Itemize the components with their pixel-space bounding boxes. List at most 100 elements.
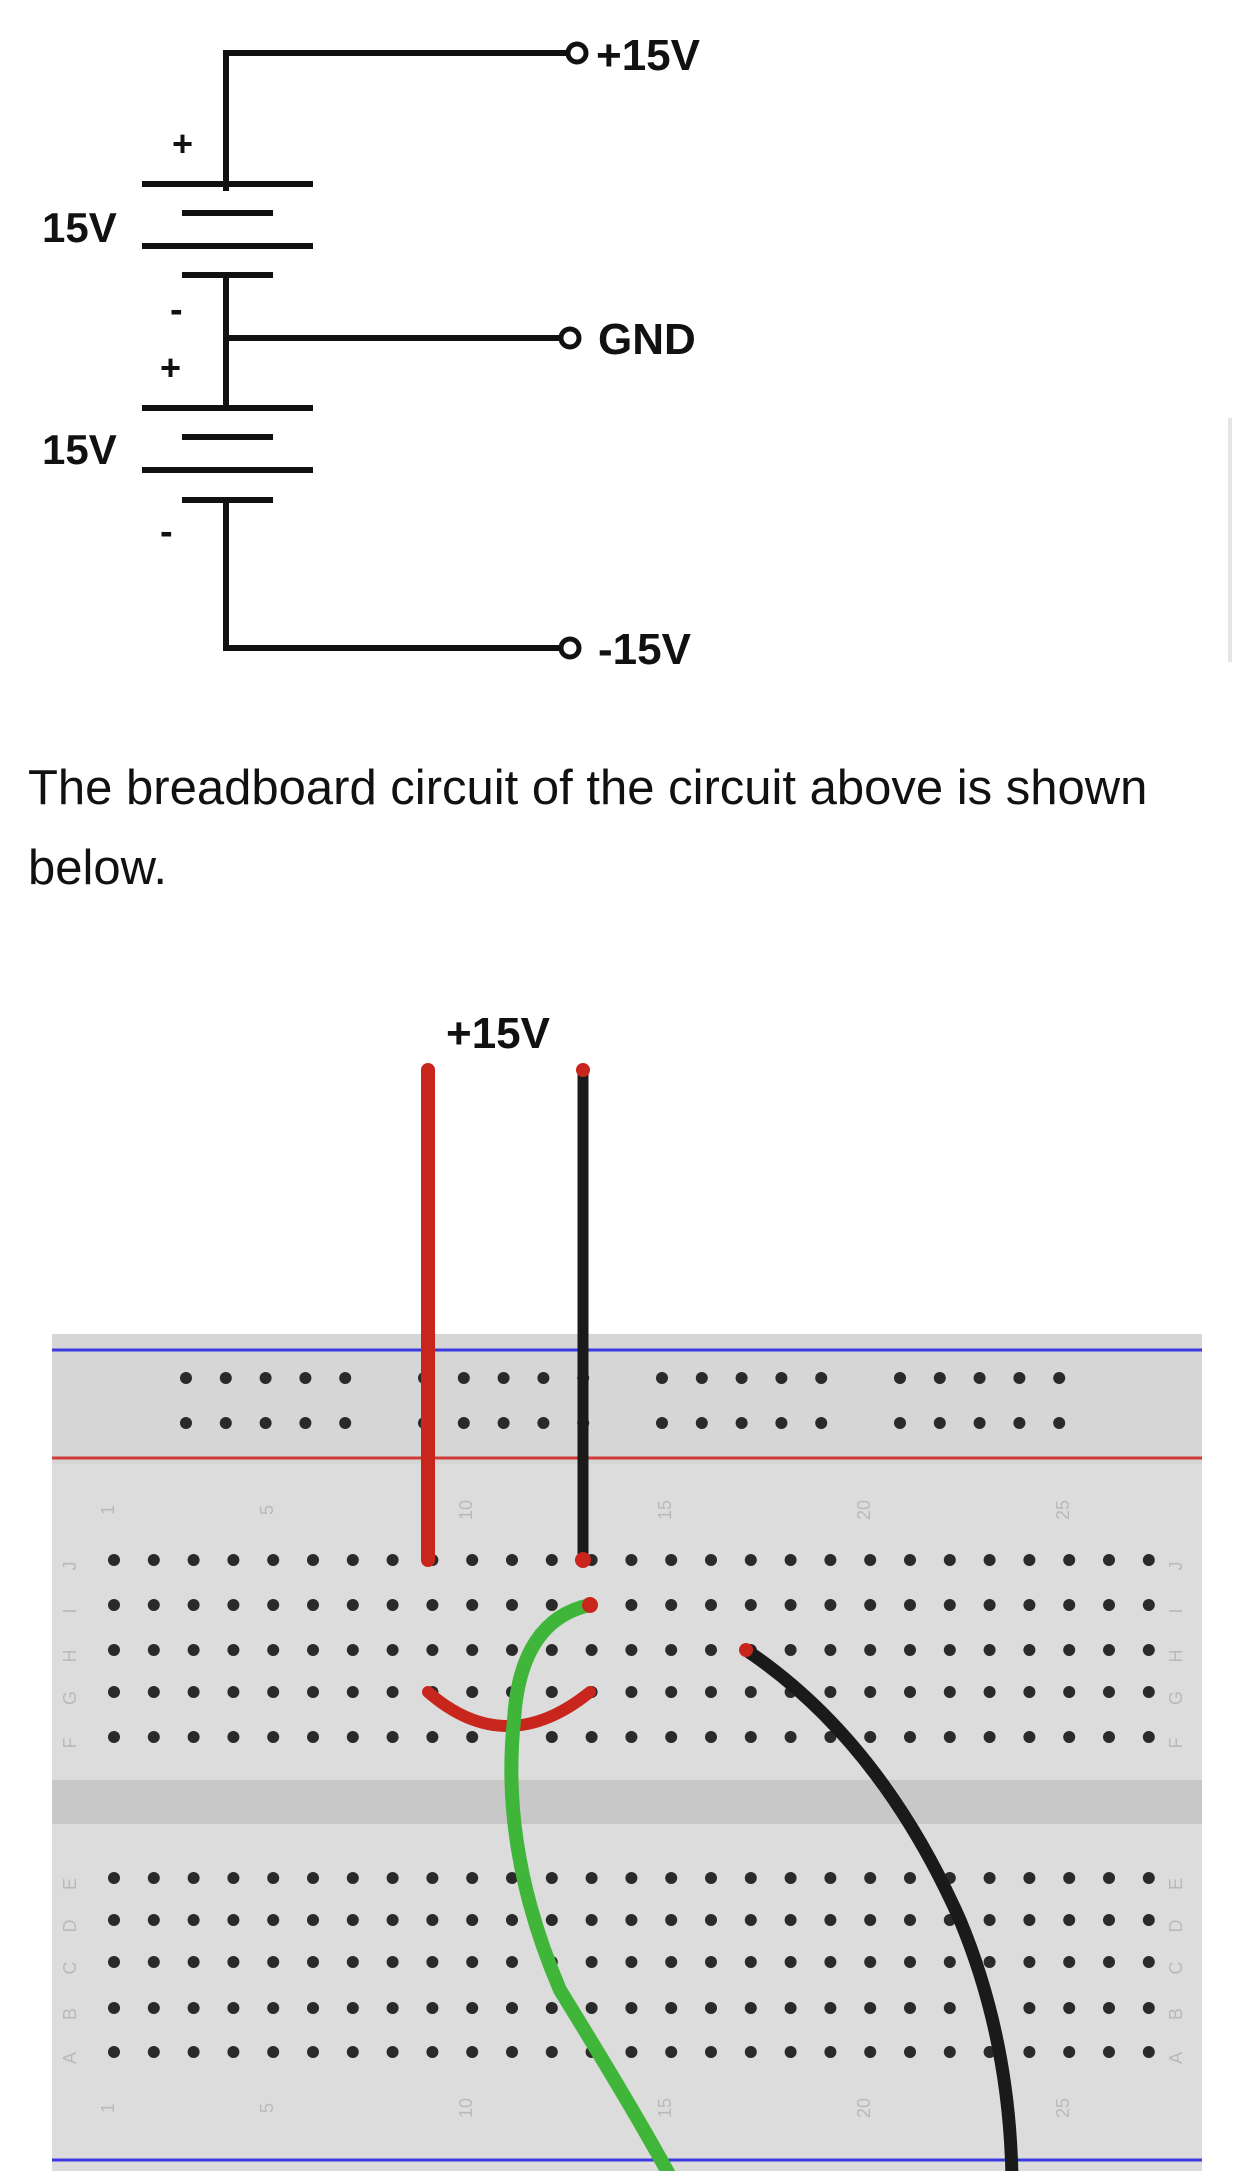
terminal-hole — [1023, 1599, 1036, 1611]
rail-hole — [735, 1372, 748, 1384]
terminal-hole — [386, 1872, 399, 1884]
terminal-hole — [1063, 1956, 1076, 1968]
terminal-hole — [187, 1686, 200, 1698]
terminal-hole — [1023, 2002, 1036, 2014]
terminal-hole — [1103, 1554, 1115, 1566]
battery2-voltage: 15V — [42, 426, 117, 473]
terminal-hole — [187, 1731, 200, 1743]
terminal-hole — [1103, 1686, 1115, 1698]
rail-hole — [735, 1417, 748, 1429]
terminal-hole — [1063, 1686, 1076, 1698]
terminal-hole — [744, 1599, 757, 1611]
terminal-hole — [665, 1872, 678, 1884]
terminal-hole — [346, 1956, 359, 1968]
rail-hole — [1053, 1372, 1066, 1384]
terminal-hole — [1142, 1914, 1155, 1926]
terminal-hole — [267, 2046, 280, 2058]
terminal-hole — [1023, 1554, 1036, 1566]
terminal-hole — [1142, 1644, 1155, 1656]
terminal-hole — [744, 1686, 757, 1698]
terminal-hole — [466, 1914, 479, 1926]
terminal-hole — [426, 1956, 439, 1968]
terminal-hole — [227, 1554, 240, 1566]
terminal-hole — [784, 1599, 797, 1611]
terminal-hole — [744, 1872, 757, 1884]
rail-hole — [339, 1417, 352, 1429]
terminal-hole — [545, 2046, 558, 2058]
terminal-hole — [426, 2002, 439, 2014]
terminal-hole — [307, 1914, 319, 1926]
terminal-hole — [426, 1599, 439, 1611]
terminal-hole — [346, 1731, 359, 1743]
rail-hole — [1013, 1372, 1026, 1384]
terminal-hole — [1063, 1599, 1076, 1611]
row-letter-left: D — [60, 1920, 80, 1933]
rail-hole — [695, 1417, 708, 1429]
column-number-top: 25 — [1053, 1500, 1073, 1520]
terminal-hole — [147, 1914, 160, 1926]
terminal-hole — [943, 2046, 956, 2058]
rail-hole — [339, 1372, 352, 1384]
terminal-hole — [147, 1872, 160, 1884]
terminal-hole — [744, 1731, 757, 1743]
terminal-hole — [466, 2002, 479, 2014]
row-letter-left: B — [60, 2008, 80, 2020]
row-letter-right: H — [1166, 1650, 1186, 1663]
terminal-hole — [1142, 2046, 1155, 2058]
terminal-hole — [426, 1731, 439, 1743]
terminal-hole — [147, 1956, 160, 1968]
terminal-hole — [346, 1914, 359, 1926]
terminal-hole — [346, 1686, 359, 1698]
terminal-hole — [864, 1644, 877, 1656]
rail-hole — [656, 1417, 668, 1429]
terminal-label-mid: GND — [598, 315, 696, 364]
terminal-hole — [824, 1914, 837, 1926]
column-number-top: 10 — [456, 1500, 476, 1520]
row-letter-left: F — [60, 1738, 80, 1749]
rail-hole — [775, 1417, 788, 1429]
row-letter-left: G — [60, 1691, 80, 1705]
rail-hole — [259, 1372, 272, 1384]
terminal-hole — [267, 1686, 280, 1698]
terminal-hole — [307, 2046, 319, 2058]
terminal-hole — [108, 1599, 120, 1611]
terminal-hole — [1103, 1956, 1115, 1968]
row-letter-left: E — [60, 1878, 80, 1890]
terminal-minus15-icon — [558, 636, 582, 660]
column-number-top: 20 — [854, 1500, 874, 1520]
terminal-hole — [824, 1872, 837, 1884]
terminal-hole — [943, 1731, 956, 1743]
column-number-bottom: 5 — [257, 2103, 277, 2113]
terminal-hole — [1023, 1731, 1036, 1743]
terminal-hole — [983, 1644, 996, 1656]
terminal-hole — [665, 1644, 678, 1656]
terminal-hole — [784, 1644, 797, 1656]
terminal-hole — [227, 2002, 240, 2014]
rail-hole — [457, 1417, 470, 1429]
terminal-hole — [824, 2046, 837, 2058]
terminal-hole — [1142, 2002, 1155, 2014]
rail-hole — [180, 1372, 192, 1384]
center-channel — [52, 1780, 1202, 1824]
terminal-hole — [864, 1956, 877, 1968]
terminal-hole — [943, 2002, 956, 2014]
green-wire-end — [582, 1597, 598, 1613]
terminal-hole — [386, 1554, 399, 1566]
battery2-minus: - — [160, 511, 173, 553]
terminal-hole — [784, 1554, 797, 1566]
terminal-hole — [267, 1914, 280, 1926]
terminal-hole — [943, 1956, 956, 1968]
terminal-hole — [1103, 1914, 1115, 1926]
terminal-hole — [904, 1914, 916, 1926]
terminal-hole — [227, 1686, 240, 1698]
black-ground-wire — [739, 1643, 1019, 2171]
column-number-bottom: 10 — [456, 2098, 476, 2118]
terminal-hole — [108, 2002, 120, 2014]
terminal-hole — [187, 1644, 200, 1656]
terminal-hole — [1142, 1731, 1155, 1743]
terminal-hole — [824, 1731, 837, 1743]
terminal-hole — [466, 1872, 479, 1884]
terminal-hole — [784, 2046, 797, 2058]
terminal-hole — [466, 1599, 479, 1611]
terminal-hole — [506, 2046, 518, 2058]
